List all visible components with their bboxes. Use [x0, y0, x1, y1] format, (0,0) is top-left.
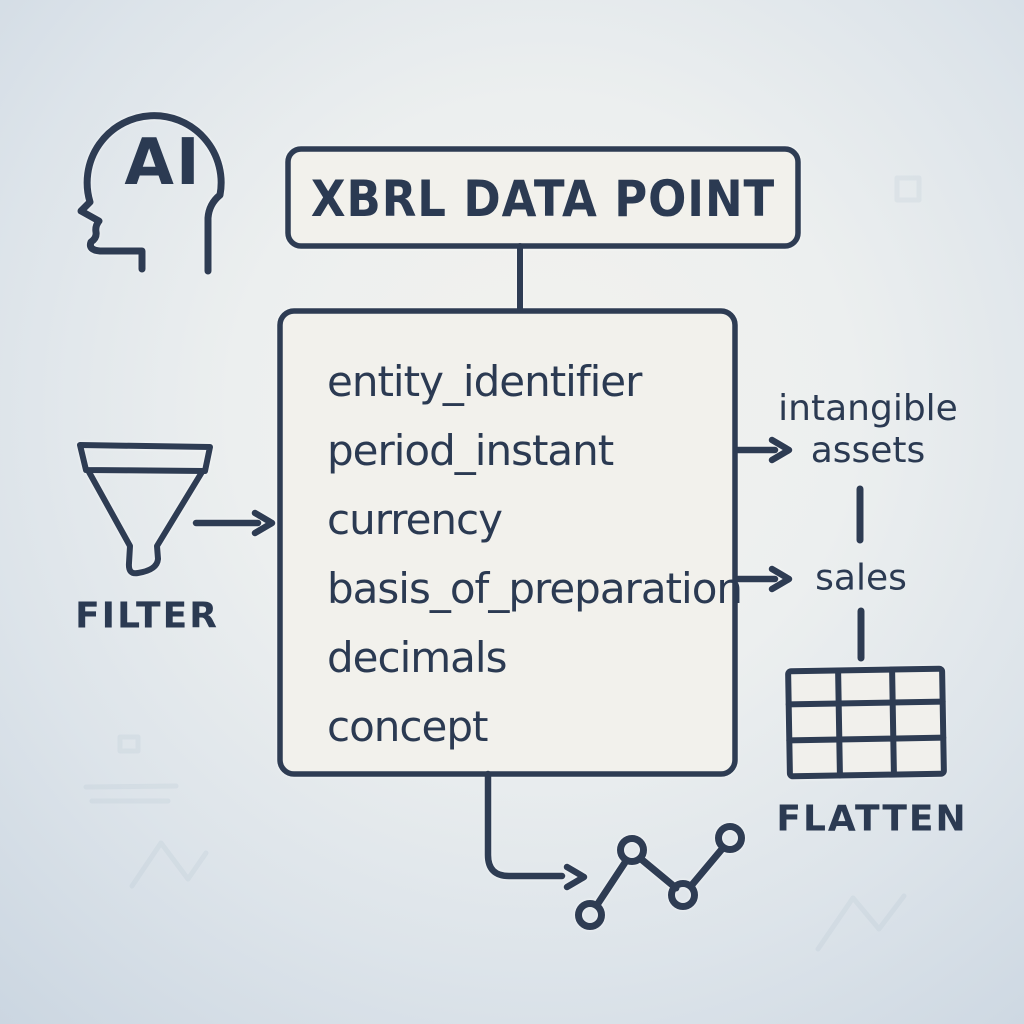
- ai-head-icon: [77, 112, 225, 275]
- assets-line: assets: [810, 430, 926, 471]
- filter-label: FILTER: [75, 595, 219, 637]
- field-period-instant: period_instant: [327, 426, 614, 475]
- title-box: [285, 146, 801, 249]
- arrow-box-to-sales: [734, 565, 793, 593]
- field-decimals: decimals: [327, 633, 507, 682]
- diagram-title: XBRL DATA POINT: [310, 170, 776, 228]
- head-outline: [77, 112, 225, 275]
- flatten-label: FLATTEN: [776, 798, 968, 840]
- field-concept: concept: [327, 702, 488, 751]
- arrow-box-to-intangible-assets: [734, 436, 793, 464]
- data-point-field-list: entity_identifier period_instant currenc…: [327, 347, 743, 761]
- flatten-table-icon: [785, 665, 947, 780]
- line-chart-icon: [575, 823, 745, 930]
- funnel-rim: [77, 442, 213, 474]
- ghost-marks: [83, 175, 922, 952]
- ai-head-label: AI: [124, 126, 202, 200]
- data-point-box: [277, 308, 738, 777]
- field-currency: currency: [327, 495, 503, 544]
- filter-funnel-icon: [77, 442, 213, 577]
- arrow-box-to-chart: [484, 770, 588, 891]
- intangible-line: intangible: [778, 388, 958, 429]
- funnel-body: [86, 469, 205, 577]
- output-sales: sales: [815, 557, 907, 599]
- arrow-filter-to-box: [192, 509, 276, 537]
- field-basis-of-preparation: basis_of_preparation: [327, 564, 743, 613]
- field-entity-identifier: entity_identifier: [327, 357, 642, 406]
- output-intangible-assets: intangible assets: [778, 388, 958, 472]
